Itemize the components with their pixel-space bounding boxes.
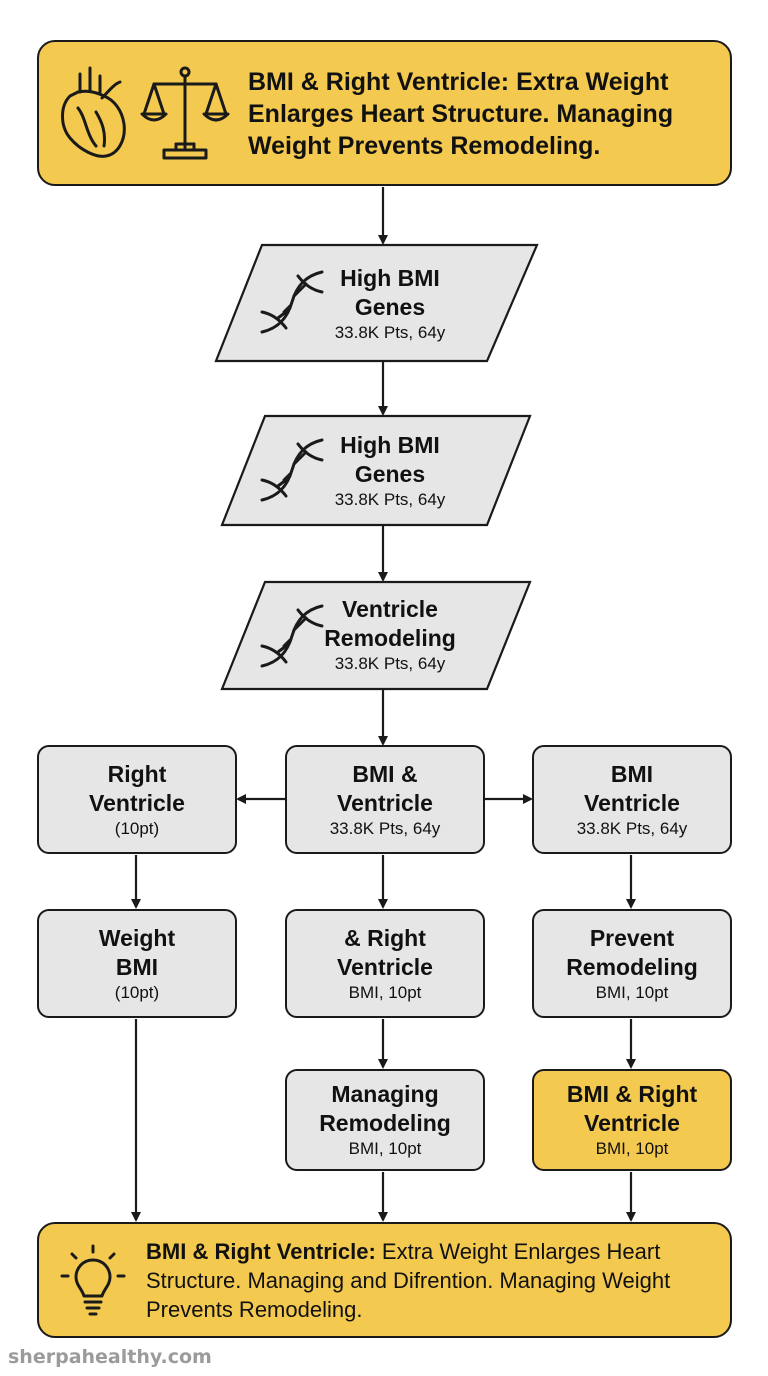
branch-left-title-1: Right (107, 760, 167, 787)
flow-node-3-label: Ventricle Remodeling 33.8K Pts, 64y (320, 595, 460, 675)
parallelogram-shapes (214, 243, 539, 691)
heart-icon (61, 66, 126, 158)
branch-right-title-2: Ventricle (584, 789, 680, 816)
flow-node-3-shape (220, 580, 532, 691)
dna-icon (260, 270, 324, 334)
flow-node-2-title-1: High BMI (340, 432, 440, 458)
branch-right-sub: 33.8K Pts, 64y (576, 818, 688, 838)
summary-bold-prefix: BMI & Right Ventricle: (146, 1239, 376, 1264)
center-col-2-title-2: Remodeling (319, 1110, 451, 1136)
dna-icon (260, 604, 324, 668)
center-col-1-title-2: Ventricle (337, 953, 433, 980)
center-col-box-1: & Right Ventricle BMI, 10pt (285, 909, 485, 1018)
branch-left-sub: (10pt) (114, 818, 160, 838)
flow-node-3-sub: 33.8K Pts, 64y (334, 654, 446, 673)
flow-node-3-title-1: Ventricle (342, 596, 438, 622)
flow-node-2-label: High BMI Genes 33.8K Pts, 64y (320, 431, 460, 511)
watermark: sherpahealthy.com (8, 1346, 212, 1368)
lightbulb-icon (60, 1244, 126, 1316)
right-col-box-1: Prevent Remodeling BMI, 10pt (532, 909, 732, 1018)
flow-node-1-title-2: Genes (354, 294, 426, 320)
flow-node-1-label: High BMI Genes 33.8K Pts, 64y (320, 264, 460, 344)
right-col-1-title-2: Remodeling (566, 953, 698, 980)
left-col-box-1: Weight BMI (10pt) (37, 909, 237, 1018)
branch-right-box: BMI Ventricle 33.8K Pts, 64y (532, 745, 732, 854)
flow-node-1-shape (214, 243, 539, 363)
right-col-1-sub: BMI, 10pt (595, 982, 669, 1002)
branch-center-title-1: BMI & (352, 760, 418, 787)
left-col-1-title-2: BMI (115, 953, 159, 980)
flow-node-1-title-1: High BMI (340, 265, 440, 291)
right-col-2-sub: BMI, 10pt (595, 1139, 669, 1158)
right-col-2-title-1: BMI & Right (566, 1081, 698, 1107)
flow-node-2-title-2: Genes (354, 461, 426, 487)
branch-right-title-1: BMI (610, 760, 654, 787)
right-col-box-2-highlight: BMI & Right Ventricle BMI, 10pt (532, 1069, 732, 1171)
branch-left-title-2: Ventricle (89, 789, 185, 816)
flow-node-3-title-2: Remodeling (324, 625, 456, 651)
flow-node-2-sub: 33.8K Pts, 64y (334, 490, 446, 509)
flow-node-1-sub: 33.8K Pts, 64y (334, 323, 446, 342)
header-title: BMI & Right Ventricle: Extra Weight Enla… (248, 68, 674, 160)
center-col-box-2: Managing Remodeling BMI, 10pt (285, 1069, 485, 1171)
summary-banner (37, 1222, 732, 1338)
left-col-1-sub: (10pt) (114, 982, 160, 1002)
branch-center-box: BMI & Ventricle 33.8K Pts, 64y (285, 745, 485, 854)
center-col-2-title-1: Managing (331, 1081, 439, 1107)
branch-center-title-2: Ventricle (337, 789, 433, 816)
center-col-1-title-1: & Right (344, 924, 426, 951)
scales-icon (140, 66, 230, 160)
summary-text: BMI & Right Ventricle: Extra Weight Enla… (146, 1237, 716, 1324)
right-col-2-title-2: Ventricle (584, 1110, 680, 1136)
branch-left-box: Right Ventricle (10pt) (37, 745, 237, 854)
dna-icon (260, 438, 324, 502)
center-col-1-sub: BMI, 10pt (348, 982, 422, 1002)
summary-body: Extra Weight Enlarges Heart Structure. M… (146, 1239, 671, 1322)
right-col-1-title-1: Prevent (589, 924, 675, 951)
center-col-2-sub: BMI, 10pt (348, 1139, 422, 1158)
branch-center-sub: 33.8K Pts, 64y (329, 818, 441, 838)
left-col-1-title-1: Weight (98, 924, 176, 951)
